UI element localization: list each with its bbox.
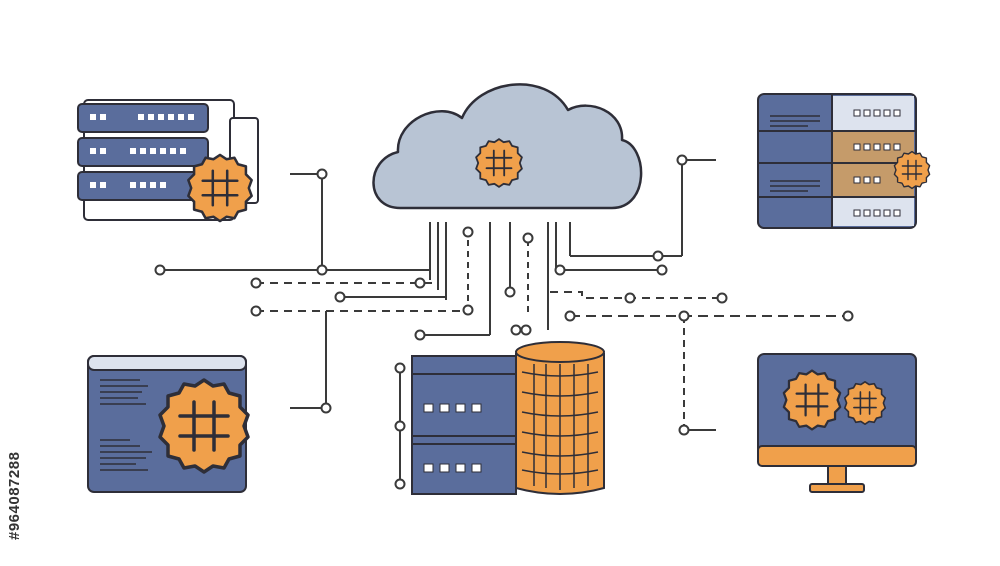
cabinet-gear-icon bbox=[894, 152, 929, 189]
server-rack-left-icon bbox=[78, 100, 258, 221]
server-cabinet-right-icon bbox=[758, 94, 930, 228]
monitor-icon bbox=[758, 354, 916, 492]
panel-gear-icon bbox=[160, 380, 248, 472]
cloud-gear-icon bbox=[476, 139, 522, 187]
stock-image-id: #964087288 bbox=[6, 320, 28, 540]
cloud-icon bbox=[373, 84, 641, 208]
monitor-gear-small-icon bbox=[845, 382, 885, 424]
storage-cluster-icon bbox=[412, 342, 604, 494]
monitor-gear-large-icon bbox=[784, 371, 840, 430]
web-panel-icon bbox=[88, 356, 248, 492]
server-gear-icon bbox=[188, 155, 251, 221]
